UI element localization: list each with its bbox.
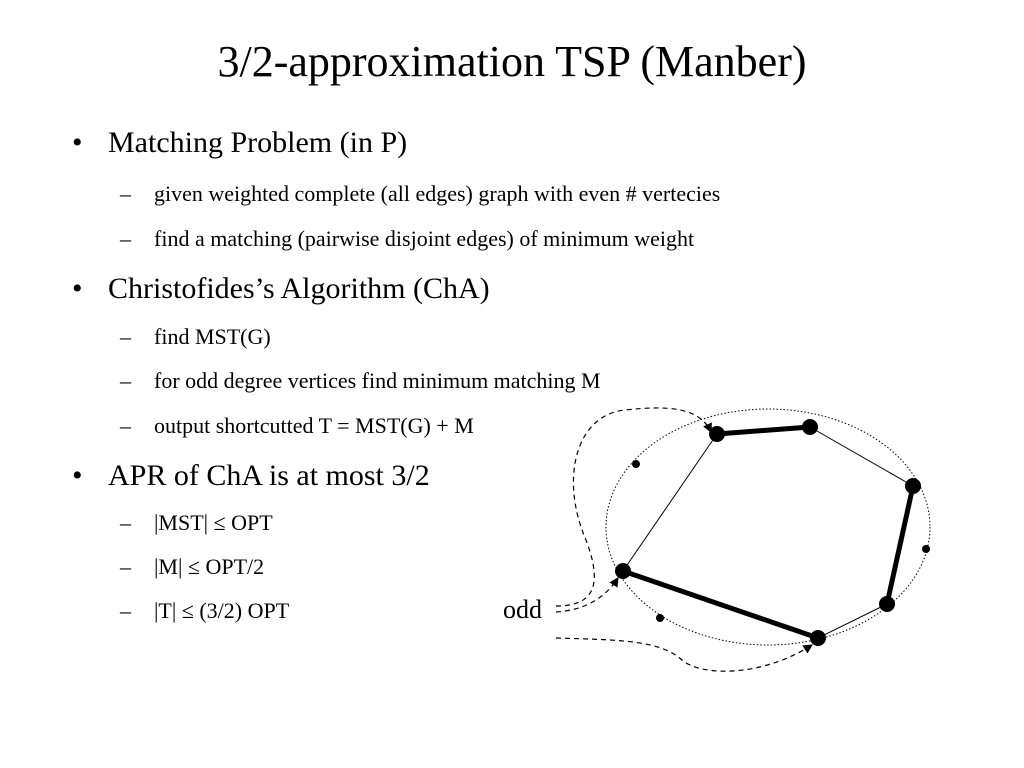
subitem-text: given weighted complete (all edges) grap…	[154, 181, 721, 206]
bullet-christofides: • Christofides’s Algorithm (ChA)	[72, 272, 490, 305]
sub-dash: –	[120, 226, 131, 251]
bullet-apr: • APR of ChA is at most 3/2	[72, 459, 430, 492]
even-vertex	[922, 545, 930, 553]
odd-vertex	[905, 478, 921, 494]
subitem-find-matching: – find a matching (pairwise disjoint edg…	[120, 226, 695, 251]
tour-ellipse	[605, 408, 931, 646]
subitem-find-mst: – find MST(G)	[120, 324, 271, 349]
bullet-dot: •	[72, 126, 83, 159]
odd-arrow-bottom	[555, 637, 814, 672]
bullet-matching-problem: • Matching Problem (in P)	[72, 126, 408, 159]
slide-title: 3/2-approximation TSP (Manber)	[217, 37, 807, 86]
sub-dash: –	[120, 510, 131, 535]
subitem-text: |M| ≤ OPT/2	[154, 554, 265, 579]
even-vertex	[656, 614, 664, 622]
subitem-tour-bound: – |T| ≤ (3/2) OPT	[120, 598, 290, 623]
odd-vertex	[879, 596, 895, 612]
bullet-dot: •	[72, 459, 83, 492]
subitem-text: |MST| ≤ OPT	[154, 510, 273, 535]
bullet-text: Christofides’s Algorithm (ChA)	[108, 272, 490, 305]
subitem-text: |T| ≤ (3/2) OPT	[154, 598, 290, 623]
sub-dash: –	[120, 324, 131, 349]
odd-vertex	[802, 419, 818, 435]
sub-dash: –	[120, 368, 131, 393]
subitem-mst-bound: – |MST| ≤ OPT	[120, 510, 273, 535]
subitem-text: for odd degree vertices find minimum mat…	[154, 368, 601, 393]
matching-edge	[884, 485, 916, 605]
subitem-weighted-graph: – given weighted complete (all edges) gr…	[120, 181, 721, 206]
subitem-text: output shortcutted T = MST(G) + M	[154, 413, 474, 438]
mst-edge	[622, 433, 718, 572]
subitem-text: find a matching (pairwise disjoint edges…	[154, 226, 695, 251]
even-vertex	[632, 460, 640, 468]
mst-edge	[817, 603, 888, 639]
matching-edge	[622, 568, 819, 641]
mst-edge	[809, 426, 914, 487]
odd-vertex	[615, 563, 631, 579]
bullet-dot: •	[72, 272, 83, 305]
subitem-odd-matching: – for odd degree vertices find minimum m…	[120, 368, 601, 393]
odd-vertex	[709, 426, 725, 442]
odd-vertex	[810, 630, 826, 646]
sub-dash: –	[120, 413, 131, 438]
sub-dash: –	[120, 181, 131, 206]
matching-edge	[716, 424, 811, 437]
subitem-output-tour: – output shortcutted T = MST(G) + M	[120, 413, 474, 438]
odd-label: odd	[503, 595, 542, 624]
sub-dash: –	[120, 554, 131, 579]
bullet-text: APR of ChA is at most 3/2	[108, 459, 430, 492]
bullet-text: Matching Problem (in P)	[108, 126, 408, 159]
odd-arrow-top	[555, 407, 712, 607]
subitem-text: find MST(G)	[154, 324, 271, 349]
subitem-matching-bound: – |M| ≤ OPT/2	[120, 554, 265, 579]
sub-dash: –	[120, 598, 131, 623]
odd-arrow-left	[555, 576, 619, 613]
